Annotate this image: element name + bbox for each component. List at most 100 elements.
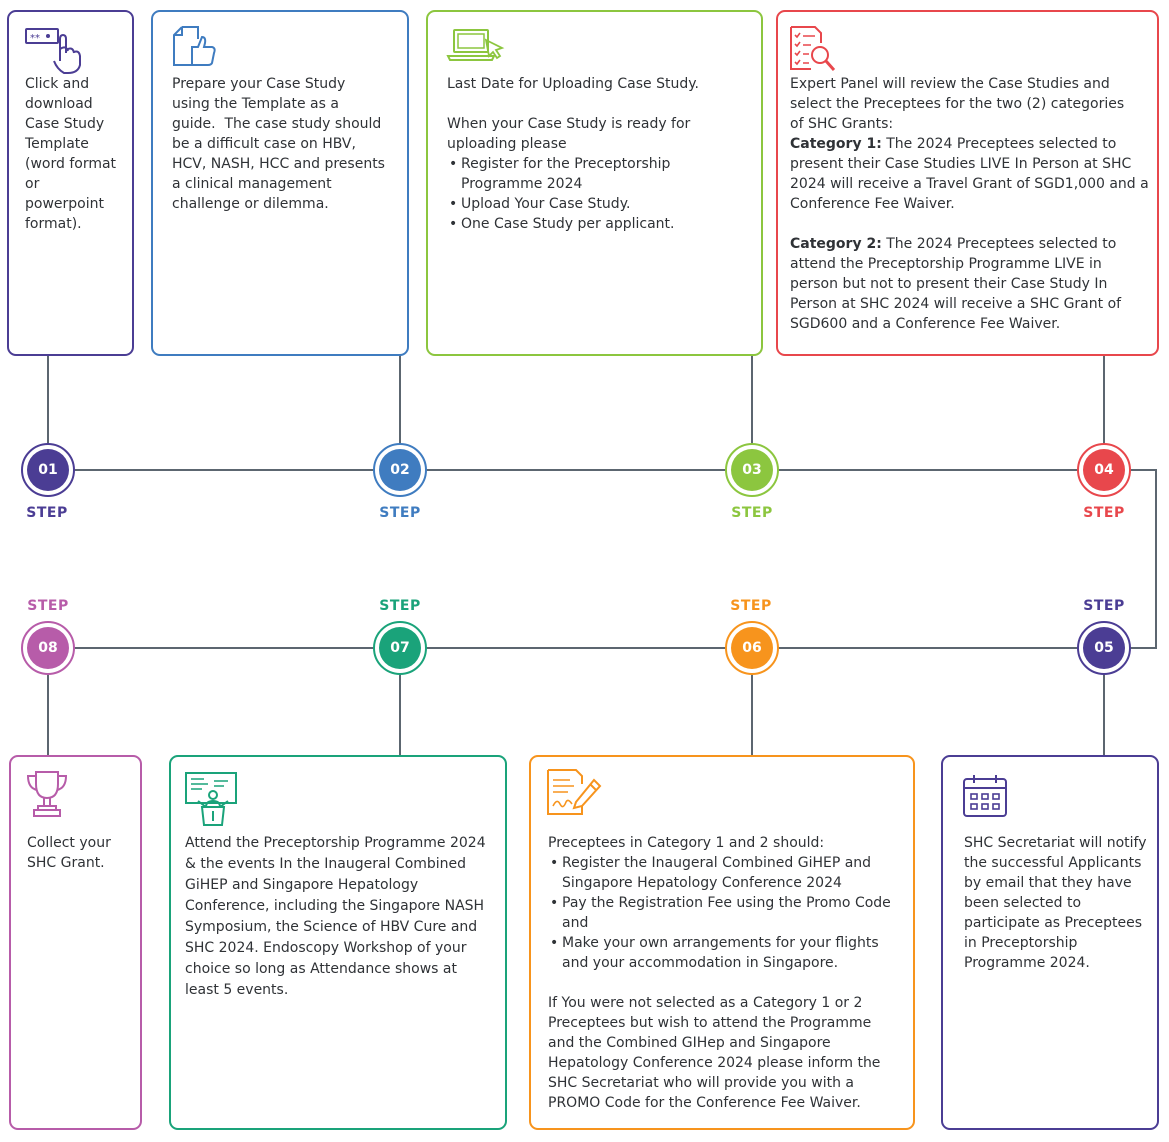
category-2-label: Category 2: — [790, 236, 882, 252]
step-04-card — [776, 10, 1159, 356]
step-03-marker: 03 — [725, 443, 779, 497]
svg-text:**: ** — [30, 33, 40, 44]
step-05-line: been selected to — [964, 895, 1082, 911]
step-02-line: guide. The case study should — [172, 116, 382, 132]
step-04-line: present their Case Studies LIVE In Perso… — [790, 156, 1132, 172]
step-04-line: of SHC Grants: — [790, 116, 894, 132]
step-07-line: Symposium, the Science of HBV Cure and — [185, 919, 478, 935]
step-06-line: and the Combined GIHep and Singapore — [548, 1035, 831, 1051]
top-timeline-line — [48, 469, 1156, 471]
step-06-line: If You were not selected as a Category 1… — [548, 995, 863, 1011]
step-05-card — [941, 755, 1159, 1130]
step-01-marker: 01 — [21, 443, 75, 497]
step-01-line: powerpoint — [25, 196, 104, 212]
step-03-stem — [751, 355, 753, 445]
step-06-bullet-item: Pay the Registration Fee using the Promo… — [548, 893, 908, 933]
step-03-line: Last Date for Uploading Case Study. — [447, 76, 699, 92]
step-02-card — [151, 10, 409, 356]
step-01-line: Case Study — [25, 116, 105, 132]
step-05-line: the successful Applicants — [964, 855, 1142, 871]
step-04-line: Expert Panel will review the Case Studie… — [790, 76, 1110, 92]
step-06-marker: 06 — [725, 621, 779, 675]
step-08-line: SHC Grant. — [27, 855, 105, 871]
step-03-bullet-line: One Case Study per applicant. — [461, 216, 675, 232]
step-01-line: Click and — [25, 76, 90, 92]
step-01-stem — [47, 355, 49, 445]
step-06-bullet-line: and your accommodation in Singapore. — [562, 955, 839, 971]
step-03-label: STEP — [731, 505, 773, 521]
step-05-line: in Preceptorship — [964, 935, 1078, 951]
step-02-stem — [399, 355, 401, 445]
step-04-marker: 04 — [1077, 443, 1131, 497]
step-02-line: HCV, NASH, HCC and presents — [172, 156, 385, 172]
step-01-line: (word format — [25, 156, 117, 172]
step-04-number: 04 — [1083, 449, 1125, 491]
step-07-marker: 07 — [373, 621, 427, 675]
step-01-line: download — [25, 96, 93, 112]
step-01-line: Template — [25, 136, 89, 152]
presenter-icon — [185, 772, 237, 826]
step-02-line: a clinical management — [172, 176, 332, 192]
step-04-line: 2024 will receive a Travel Grant of SGD1… — [790, 176, 1149, 192]
step-06-label: STEP — [730, 598, 772, 614]
step-08-label: STEP — [27, 598, 69, 614]
step-08-number: 08 — [27, 627, 69, 669]
step-04-label: STEP — [1083, 505, 1125, 521]
laptop-upload-icon — [446, 29, 505, 61]
step-02-number: 02 — [379, 449, 421, 491]
step-04-stem — [1103, 355, 1105, 445]
step-06-line: Preceptees in Category 1 and 2 should: — [548, 835, 825, 851]
category-1-label: Category 1: — [790, 136, 882, 152]
step-03-bullet-list: Register for the PreceptorshipProgramme … — [447, 154, 757, 234]
step-06-number: 06 — [731, 627, 773, 669]
step-01-label: STEP — [26, 505, 68, 521]
checklist-search-icon — [790, 26, 836, 71]
step-05-line: Programme 2024. — [964, 955, 1090, 971]
step-06-line: Preceptees but wish to attend the Progra… — [548, 1015, 872, 1031]
step-03-text: Last Date for Uploading Case Study. When … — [447, 74, 757, 234]
step-03-number: 03 — [731, 449, 773, 491]
step-04-category-2: Category 2: The 2024 Preceptees selected… — [790, 236, 1117, 252]
step-02-line: Prepare your Case Study — [172, 76, 346, 92]
step-04-line: select the Preceptees for the two (2) ca… — [790, 96, 1125, 112]
step-08-line: Collect your — [27, 835, 111, 851]
step-02-text: Prepare your Case Study using the Templat… — [172, 74, 402, 214]
step-04-line: SGD600 and a Conference Fee Waiver. — [790, 316, 1061, 332]
step-08-marker: 08 — [21, 621, 75, 675]
step-06-bullet-item: Make your own arrangements for your flig… — [548, 933, 908, 973]
step-07-label: STEP — [379, 598, 421, 614]
step-07-line: Conference, including the Singapore NASH — [185, 898, 485, 914]
step-06-bullet-list: Register the Inaugeral Combined GiHEP an… — [548, 853, 908, 973]
step-04-text: Expert Panel will review the Case Studie… — [790, 74, 1152, 334]
step-08-card — [9, 755, 142, 1130]
step-05-line: SHC Secretariat will notify — [964, 835, 1147, 851]
step-03-bullet-item: Upload Your Case Study. — [447, 194, 757, 214]
step-06-text: Preceptees in Category 1 and 2 should: Re… — [548, 833, 908, 1113]
step-01-card — [7, 10, 134, 356]
step-04-line: Person at SHC 2024 will receive a SHC Gr… — [790, 296, 1122, 312]
right-connector-line — [1155, 469, 1157, 649]
trophy-icon — [26, 771, 68, 817]
step-05-text: SHC Secretariat will notify the successfu… — [964, 833, 1154, 973]
step-05-line: by email that they have — [964, 875, 1132, 891]
step-06-line: SHC Secretariat who will provide you wit… — [548, 1075, 854, 1091]
step-02-line: be a difficult case on HBV, — [172, 136, 356, 152]
step-01-line: or — [25, 176, 40, 192]
step-03-bullet-line: Upload Your Case Study. — [461, 196, 631, 212]
step-03-line: uploading please — [447, 136, 567, 152]
step-07-line: SHC 2024. Endoscopy Workshop of your — [185, 940, 467, 956]
spacer — [548, 973, 908, 993]
step-03-bullet-line: Register for the Preceptorship — [461, 156, 671, 172]
document-thumbs-up-icon — [173, 26, 216, 66]
step-07-stem — [399, 672, 401, 756]
step-07-card — [169, 755, 507, 1130]
spacer — [790, 214, 1152, 234]
step-01-number: 01 — [27, 449, 69, 491]
step-04-line: person but not to present their Case Stu… — [790, 276, 1108, 292]
step-03-line: When your Case Study is ready for — [447, 116, 691, 132]
step-02-line: using the Template as a — [172, 96, 339, 112]
step-01-line: format). — [25, 216, 82, 232]
step-05-line: participate as Preceptees — [964, 915, 1142, 931]
step-06-bullet-line: and — [562, 915, 589, 931]
